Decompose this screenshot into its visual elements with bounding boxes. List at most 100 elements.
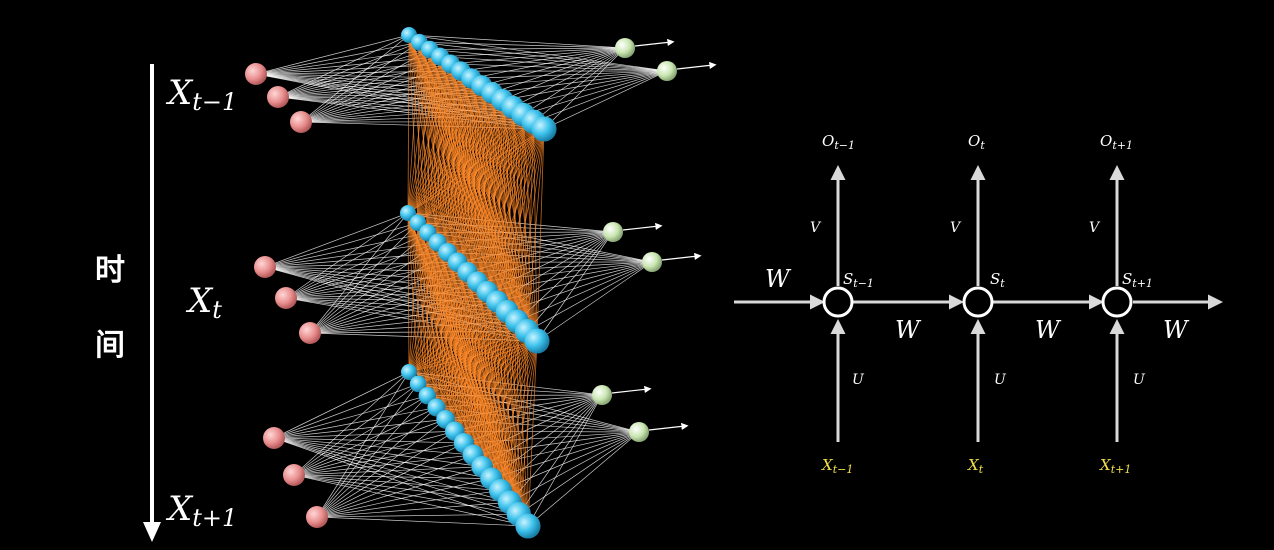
input-edge <box>293 430 455 476</box>
output-edge <box>518 431 640 515</box>
output-arrow <box>611 385 652 394</box>
recurrent-edge <box>447 128 545 253</box>
output-edge <box>440 47 626 58</box>
recurrent-edge <box>427 99 503 233</box>
hidden-node <box>515 513 541 539</box>
recurrent-edge <box>427 311 508 396</box>
input-edge <box>316 430 455 518</box>
recurrent-edge <box>407 49 431 214</box>
recurrent-edge <box>436 321 518 408</box>
input-edge <box>309 332 538 342</box>
output-edge <box>429 49 668 72</box>
u-curr-label: U <box>994 372 1007 388</box>
input-edge <box>273 383 419 439</box>
input-edge <box>277 34 410 98</box>
output-edge <box>429 47 626 50</box>
recurrent-edge <box>426 291 488 396</box>
output-edge <box>502 70 668 101</box>
recurrent-edge <box>417 107 514 224</box>
s-next-label: St+1 <box>1122 270 1153 290</box>
x-prev-label: Xt−1 <box>165 73 237 116</box>
rnn-schematic: W Ot−1 St−1 Xt−1 V U W Ot St Xt V U W <box>734 132 1223 476</box>
output-edge <box>512 47 626 108</box>
output-arrow <box>648 422 689 431</box>
input-edge <box>273 407 437 439</box>
recurrent-edge <box>408 271 468 373</box>
input-node <box>275 287 297 309</box>
recurrent-edge <box>407 92 493 214</box>
recurrent-edge <box>447 121 534 253</box>
recurrent-edge <box>506 128 545 312</box>
input-edge <box>293 474 510 503</box>
output-arrow <box>634 38 675 47</box>
recurrent-edge <box>407 107 514 214</box>
recurrent-edge <box>407 63 451 214</box>
time-label-1: 时 <box>95 253 125 288</box>
recurrent-edge <box>447 114 524 253</box>
o-next-label: Ot+1 <box>1100 132 1133 152</box>
input-edge <box>285 222 419 299</box>
input-edge <box>309 222 419 334</box>
recurrent-edge <box>417 114 524 224</box>
input-edge <box>293 474 529 527</box>
recurrent-edge <box>447 99 503 253</box>
o-curr-label: Ot <box>968 132 985 152</box>
step-prev: Ot−1 St−1 Xt−1 V U W <box>810 132 922 476</box>
recurrent-edge <box>467 128 545 273</box>
output-edge <box>460 47 626 72</box>
recurrent-edge <box>407 128 545 214</box>
recurrent-edge <box>427 330 528 397</box>
output-edge <box>527 394 603 527</box>
input-edge <box>293 454 474 476</box>
recurrent-edge <box>417 311 508 385</box>
time-arrow-head <box>143 522 161 542</box>
output-edge <box>533 47 626 123</box>
recurrent-edge <box>527 340 538 527</box>
output-edge <box>450 63 668 72</box>
recurrent-edge <box>427 92 493 233</box>
x-prev-step-label: Xt−1 <box>821 456 853 476</box>
output-edge <box>523 47 626 115</box>
input-edge <box>293 474 501 491</box>
output-edge <box>502 47 626 101</box>
x-next-step-label: Xt+1 <box>1099 456 1131 476</box>
recurrent-edge <box>417 320 518 385</box>
input-edge <box>300 49 430 123</box>
input-edge <box>273 437 519 515</box>
output-edge <box>509 394 603 503</box>
hidden-node <box>524 328 550 354</box>
output-edge <box>491 47 626 94</box>
input-node <box>245 63 267 85</box>
recurrent-edge <box>417 99 503 224</box>
input-edge <box>293 442 464 476</box>
input-edge <box>255 49 430 75</box>
recurrent-edge <box>445 330 528 420</box>
output-edge <box>471 70 668 79</box>
o-prev-label: Ot−1 <box>822 132 855 152</box>
recurrent-edge <box>477 121 534 283</box>
recurrent-edge <box>467 121 534 273</box>
recurrent-edge <box>481 340 538 467</box>
output-node <box>642 252 662 272</box>
output-edge <box>543 47 626 130</box>
state-node-next <box>1101 286 1133 318</box>
input-edge <box>277 49 430 98</box>
state-node-prev <box>822 286 854 318</box>
recurrent-edge <box>445 340 538 420</box>
output-edge <box>533 70 668 123</box>
recurrent-edge <box>408 320 518 373</box>
recurrent-edge <box>445 311 508 420</box>
hidden-node <box>401 364 417 380</box>
recurrent-edge <box>417 121 534 224</box>
recurrent-edge <box>408 281 478 373</box>
input-edge <box>273 419 446 439</box>
recurrent-edge <box>436 311 508 408</box>
output-arrow <box>676 61 717 70</box>
output-arrow <box>622 222 663 231</box>
input-edge <box>264 212 409 268</box>
output-edge <box>408 34 626 49</box>
input-edge <box>316 454 474 518</box>
recurrent-edge <box>437 107 514 243</box>
output-edge <box>481 47 626 86</box>
input-edge <box>293 383 419 476</box>
